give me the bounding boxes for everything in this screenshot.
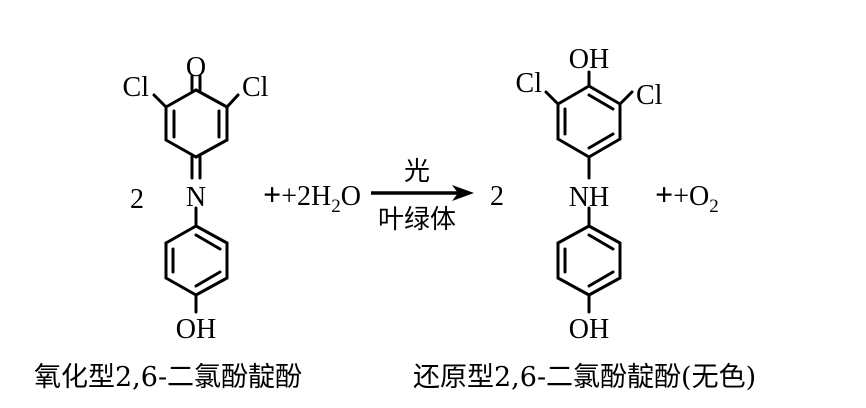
atom-cl: Cl (123, 72, 150, 103)
bond (225, 93, 240, 109)
water-h: +2H (281, 181, 331, 212)
bond (152, 93, 168, 109)
bond (587, 224, 622, 245)
atom-cl: Cl (516, 68, 543, 99)
product-coefficient: 2 (490, 181, 504, 212)
bond (556, 84, 591, 106)
atom-cl: Cl (242, 72, 269, 103)
bond (194, 276, 229, 297)
atom-oh: OH (569, 314, 609, 345)
bond (556, 137, 591, 159)
bond (194, 224, 229, 245)
plus-oxygen: ++O2 (655, 176, 719, 217)
atom-oh: OH (569, 44, 609, 75)
oxygen-o: +O (673, 181, 709, 212)
reactant-coefficient: 2 (130, 184, 144, 215)
bond (194, 138, 229, 159)
bond (194, 233, 222, 251)
bond (587, 137, 622, 159)
bond (164, 138, 198, 159)
bond (587, 84, 622, 106)
bond (164, 224, 198, 245)
water-subscript: 2 (331, 196, 341, 217)
bond (587, 233, 615, 251)
oxygen-subscript: 2 (709, 196, 719, 217)
product-structure: OH Cl Cl NH OH (516, 44, 663, 345)
product-name: 还原型2,6-二氯酚靛酚(无色) (413, 362, 756, 393)
reactant-name: 氧化型2,6-二氯酚靛酚 (34, 362, 302, 393)
bond (556, 224, 591, 245)
bond (587, 93, 615, 111)
bond (587, 270, 615, 288)
bond (556, 276, 591, 297)
atom-n: N (186, 182, 206, 213)
arrow-condition-light: 光 (404, 157, 430, 187)
atom-nh: NH (569, 182, 609, 213)
plus-water: ++2H2O (263, 176, 361, 217)
atom-oh: OH (176, 314, 216, 345)
bond (587, 276, 622, 297)
bond (618, 90, 634, 106)
arrow-condition-chloroplast: 叶绿体 (378, 205, 456, 235)
bond (164, 276, 198, 297)
bond (194, 88, 229, 109)
bond (587, 132, 615, 150)
atom-o: O (186, 52, 206, 83)
bond (544, 90, 560, 106)
water-o: O (341, 181, 361, 212)
arrow-head (452, 185, 474, 201)
reactant-structure: Cl O Cl N OH (123, 52, 269, 345)
bond (194, 270, 222, 288)
bond (164, 88, 198, 109)
atom-cl: Cl (636, 80, 663, 111)
reaction-arrow (371, 185, 474, 201)
